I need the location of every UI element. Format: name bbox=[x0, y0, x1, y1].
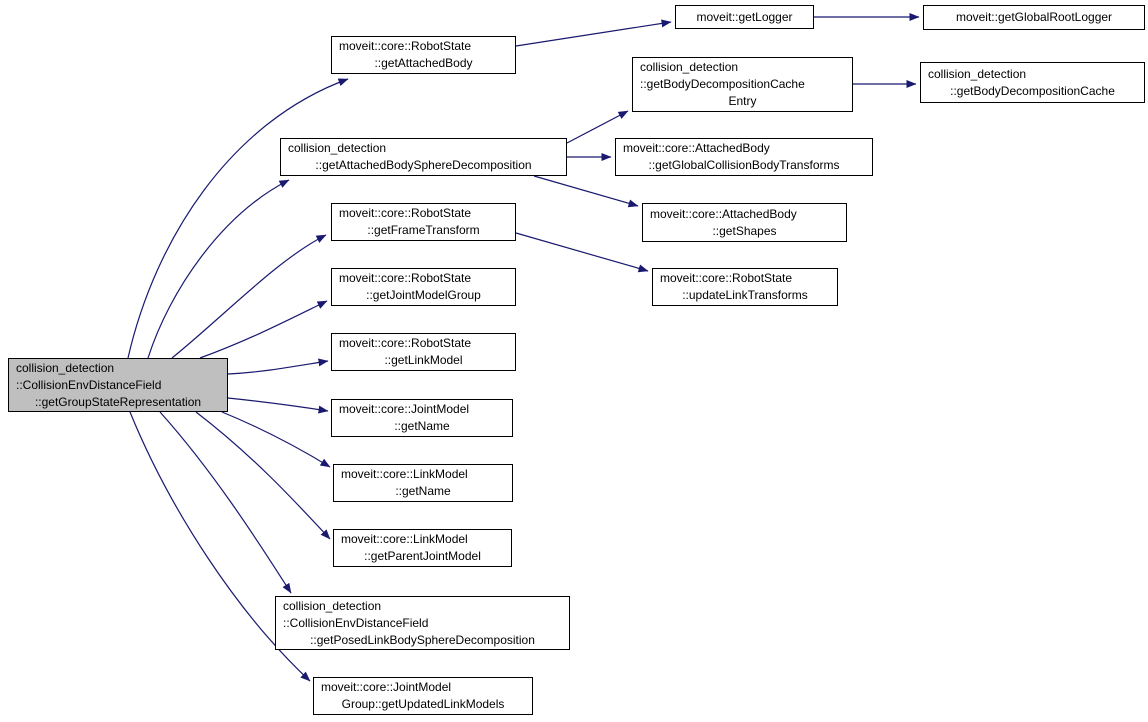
node-getGlobalCollisionBodyTransforms[interactable]: moveit::core::AttachedBody ::getGlobalCo… bbox=[615, 138, 873, 176]
node-label-line: ::getBodyDecompositionCache bbox=[950, 83, 1115, 98]
node-label-line: moveit::core::AttachedBody bbox=[623, 141, 770, 155]
node-label-line: moveit::core::RobotState bbox=[339, 39, 472, 53]
node-label-line: moveit::core::LinkModel bbox=[341, 467, 468, 481]
node-label-line: ::getLinkModel bbox=[384, 353, 463, 367]
node-label-line: ::getAttachedBodySphereDecomposition bbox=[315, 158, 532, 172]
edge-getAttachedBodySphereDecomposition-to-getShapes bbox=[533, 175, 639, 208]
edge-getAttachedBodySphereDecomposition-to-getBodyDecompositionCacheEntry bbox=[566, 110, 629, 144]
node-getAttachedBodySphereDecomposition[interactable]: collision_detection ::getAttachedBodySph… bbox=[280, 138, 567, 176]
node-label-line: moveit::core::AttachedBody bbox=[650, 206, 797, 221]
node-label-line: ::getName bbox=[394, 419, 450, 433]
node-label-line: ::getBodyDecompositionCache bbox=[640, 77, 805, 91]
node-getUpdatedLinkModels[interactable]: moveit::core::JointModel Group::getUpdat… bbox=[313, 677, 533, 715]
node-getShapes[interactable]: moveit::core::AttachedBody ::getShapes bbox=[642, 203, 847, 242]
node-label-line: ::getGroupStateRepresentation bbox=[34, 394, 202, 409]
node-label-line: collision_detection bbox=[288, 141, 387, 155]
edge-root-to-getParentJointModel bbox=[195, 411, 331, 540]
node-label-line: Entry bbox=[728, 94, 757, 108]
edge-root-to-getAttachedBodySphereDecomposition bbox=[147, 179, 290, 359]
node-getParentJointModel[interactable]: moveit::core::LinkModel ::getParentJoint… bbox=[333, 529, 512, 567]
edge-root-to-getFrameTransform bbox=[171, 234, 327, 359]
edge-getAttachedBody-to-getLogger bbox=[515, 19, 672, 47]
node-getGlobalRootLogger[interactable]: moveit::getGlobalRootLogger bbox=[923, 5, 1145, 30]
node-label-line: ::getName bbox=[395, 484, 451, 498]
edge-root-to-getAttachedBody bbox=[127, 78, 349, 359]
node-label-line: ::CollisionEnvDistanceField bbox=[16, 377, 162, 392]
node-label-line: ::getFrameTransform bbox=[367, 223, 480, 237]
node-label-line: moveit::core::RobotState bbox=[660, 271, 793, 285]
node-label-line: moveit::getLogger bbox=[696, 9, 793, 24]
node-updateLinkTransforms[interactable]: moveit::core::RobotState ::updateLinkTra… bbox=[652, 268, 838, 306]
node-label-line: moveit::core::JointModel bbox=[321, 680, 452, 694]
node-label-line: ::getShapes bbox=[712, 223, 777, 238]
edge-root-to-getLinkModel bbox=[227, 358, 329, 375]
node-getBodyDecompositionCacheEntry[interactable]: collision_detection ::getBodyDecompositi… bbox=[632, 57, 853, 112]
edge-root-to-jointModelGetName bbox=[227, 397, 329, 414]
node-getJointModelGroup[interactable]: moveit::core::RobotState ::getJointModel… bbox=[331, 268, 516, 306]
node-getLinkModel[interactable]: moveit::core::RobotState ::getLinkModel bbox=[331, 333, 516, 371]
edge-getFrameTransform-to-updateLinkTransforms bbox=[515, 232, 649, 273]
edge-root-to-getJointModelGroup bbox=[199, 300, 328, 359]
edge-root-to-linkModelGetName bbox=[221, 411, 331, 468]
node-label-line: moveit::core::RobotState bbox=[339, 271, 472, 285]
node-label-line: collision_detection bbox=[928, 66, 1027, 81]
node-label-line: moveit::getGlobalRootLogger bbox=[955, 10, 1113, 24]
node-label-line: moveit::core::LinkModel bbox=[341, 532, 468, 546]
edge-root-to-getUpdatedLinkModels bbox=[129, 411, 311, 682]
edge-root-to-getPosedLinkBodySphereDecomposition bbox=[159, 411, 292, 594]
node-getAttachedBody[interactable]: moveit::core::RobotState ::getAttachedBo… bbox=[331, 36, 516, 74]
node-label-line: moveit::core::RobotState bbox=[339, 336, 472, 350]
node-label-line: ::CollisionEnvDistanceField bbox=[283, 615, 429, 630]
node-label-line: ::getPosedLinkBodySphereDecomposition bbox=[310, 632, 535, 647]
node-label-line: collision_detection bbox=[283, 598, 382, 613]
node-label-line: ::getGlobalCollisionBodyTransforms bbox=[648, 158, 840, 172]
node-getBodyDecompositionCache[interactable]: collision_detection ::getBodyDecompositi… bbox=[920, 62, 1145, 103]
node-getGroupStateRepresentation[interactable]: collision_detection ::CollisionEnvDistan… bbox=[8, 358, 228, 412]
node-label-line: collision_detection bbox=[16, 360, 115, 375]
node-label-line: moveit::core::JointModel bbox=[339, 402, 470, 416]
node-getLogger[interactable]: moveit::getLogger bbox=[675, 5, 814, 29]
node-getPosedLinkBodySphereDecomposition[interactable]: collision_detection ::CollisionEnvDistan… bbox=[275, 596, 570, 650]
node-label-line: ::getAttachedBody bbox=[374, 56, 473, 70]
node-label-line: moveit::core::RobotState bbox=[339, 206, 472, 220]
node-getFrameTransform[interactable]: moveit::core::RobotState ::getFrameTrans… bbox=[331, 203, 516, 241]
node-jointModelGetName[interactable]: moveit::core::JointModel ::getName bbox=[331, 399, 513, 437]
node-label-line: ::updateLinkTransforms bbox=[682, 288, 808, 302]
node-label-line: Group::getUpdatedLinkModels bbox=[341, 697, 505, 711]
node-linkModelGetName[interactable]: moveit::core::LinkModel ::getName bbox=[333, 464, 513, 502]
node-label-line: ::getJointModelGroup bbox=[366, 288, 481, 302]
node-label-line: ::getParentJointModel bbox=[364, 549, 481, 563]
node-label-line: collision_detection bbox=[640, 60, 739, 74]
